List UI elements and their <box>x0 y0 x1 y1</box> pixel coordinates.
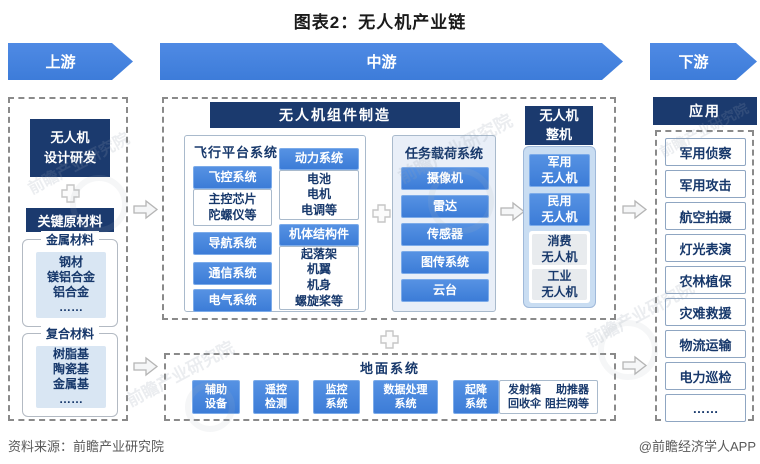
application-header: 应用 <box>653 97 757 125</box>
recovery-parachute-label: 回收伞 <box>508 398 541 410</box>
plus-icon <box>379 329 400 355</box>
industrial-drone-item: 工业 无人机 <box>532 269 587 300</box>
takeoff-landing-button: 起降 系统 <box>453 380 499 414</box>
flight-control-button: 飞控系统 <box>193 166 272 189</box>
whole-drone-header: 无人机 整机 <box>525 106 593 145</box>
composite-materials-items: 树脂基 陶瓷基 金属基 …… <box>36 346 106 408</box>
app-item: 军用侦察 <box>665 138 746 166</box>
flight-platform-title: 飞行平台系统 <box>194 145 279 160</box>
app-item: 航空拍摄 <box>665 202 746 230</box>
remote-detection-button: 遥控 检测 <box>253 380 299 414</box>
data-processing-button: 数据处理 系统 <box>373 380 438 414</box>
electrical-button: 电气系统 <box>193 289 272 312</box>
app-item: 农林植保 <box>665 266 746 294</box>
arresting-net-label: 阻拦网等 <box>545 398 589 410</box>
launch-box-label: 发射箱 <box>508 383 541 396</box>
app-item: 军用攻击 <box>665 170 746 198</box>
right-arrow-icon <box>132 355 159 383</box>
power-system-button: 动力系统 <box>279 148 359 170</box>
gimbal-button: 云台 <box>401 279 489 302</box>
app-item: …… <box>665 394 746 422</box>
booster-label: 助推器 <box>556 383 589 396</box>
design-rd-box: 无人机 设计研发 <box>30 119 110 177</box>
launch-recovery-detail: 发射箱 助推器 回收伞 阻拦网等 <box>499 380 598 414</box>
app-item: 电力巡检 <box>665 362 746 390</box>
plus-icon <box>371 203 392 229</box>
radar-button: 雷达 <box>401 195 489 218</box>
composite-materials-label: 复合材料 <box>40 325 100 342</box>
metal-materials-label: 金属材料 <box>40 231 100 248</box>
app-item: 物流运输 <box>665 330 746 358</box>
payload-box: 任务载荷系统 摄像机 雷达 传感器 图传系统 云台 <box>392 135 496 312</box>
page-title: 图表2：无人机产业链 <box>293 13 467 32</box>
military-drone-button: 军用 无人机 <box>529 154 590 187</box>
metal-materials-group: 金属材料 钢材 镁铝合金 铝合金 …… <box>22 231 118 327</box>
flight-platform-box: 飞行平台系统 飞控系统 主控芯片 陀螺仪等 导航系统 通信系统 电气系统 动力系… <box>184 135 366 312</box>
whole-drone-container: 军用 无人机 民用 无人机 消费 无人机 工业 无人机 <box>523 146 596 308</box>
upstream-panel: 无人机 设计研发 关键原材料 金属材料 钢材 镁铝合金 铝合金 …… 复合材料 … <box>8 97 128 421</box>
app-item: 灯光表演 <box>665 234 746 262</box>
application-panel: 军用侦察 军用攻击 航空拍摄 灯光表演 农林植保 灾难救援 物流运输 电力巡检 … <box>655 130 754 422</box>
auxiliary-equipment-button: 辅助 设备 <box>192 380 240 414</box>
camera-button: 摄像机 <box>401 167 489 190</box>
composite-materials-group: 复合材料 树脂基 陶瓷基 金属基 …… <box>22 325 118 417</box>
structure-button: 机体结构件 <box>279 224 359 246</box>
flight-control-detail: 主控芯片 陀螺仪等 <box>193 189 272 226</box>
monitoring-system-button: 监控 系统 <box>313 380 360 414</box>
sensor-button: 传感器 <box>401 223 489 246</box>
civil-drone-subtypes-box: 消费 无人机 工业 无人机 <box>529 231 590 303</box>
banner-downstream: 下游 <box>650 43 757 80</box>
structure-detail: 起落架 机翼 机身 螺旋桨等 <box>279 246 359 310</box>
key-materials-header: 关键原材料 <box>26 208 114 232</box>
civil-drone-button: 民用 无人机 <box>529 193 590 226</box>
consumer-drone-item: 消费 无人机 <box>532 234 587 265</box>
communication-button: 通信系统 <box>193 262 272 285</box>
app-item: 灾难救援 <box>665 298 746 326</box>
payload-title: 任务载荷系统 <box>404 146 483 161</box>
source-note: 资料来源：前瞻产业研究院 <box>8 439 165 454</box>
components-panel: 无人机组件制造 飞行平台系统 飞控系统 主控芯片 陀螺仪等 导航系统 通信系统 … <box>162 97 616 320</box>
right-arrow-icon <box>499 200 526 228</box>
right-arrow-icon <box>621 198 648 226</box>
plus-icon <box>60 183 81 209</box>
right-arrow-icon <box>132 198 159 226</box>
right-arrow-icon <box>621 354 648 382</box>
metal-materials-items: 钢材 镁铝合金 铝合金 …… <box>36 252 106 318</box>
navigation-button: 导航系统 <box>193 232 272 255</box>
credit-note: @前瞻经济学人APP <box>638 439 756 454</box>
components-header: 无人机组件制造 <box>210 102 460 128</box>
power-system-detail: 电池 电机 电调等 <box>279 170 359 220</box>
banner-midstream: 中游 <box>160 43 623 80</box>
image-transmission-button: 图传系统 <box>401 251 489 274</box>
ground-system-panel: 地面系统 辅助 设备 遥控 检测 监控 系统 数据处理 系统 起降 系统 发射箱… <box>164 353 616 421</box>
ground-system-title: 地面系统 <box>359 361 420 376</box>
banner-upstream: 上游 <box>8 43 133 80</box>
